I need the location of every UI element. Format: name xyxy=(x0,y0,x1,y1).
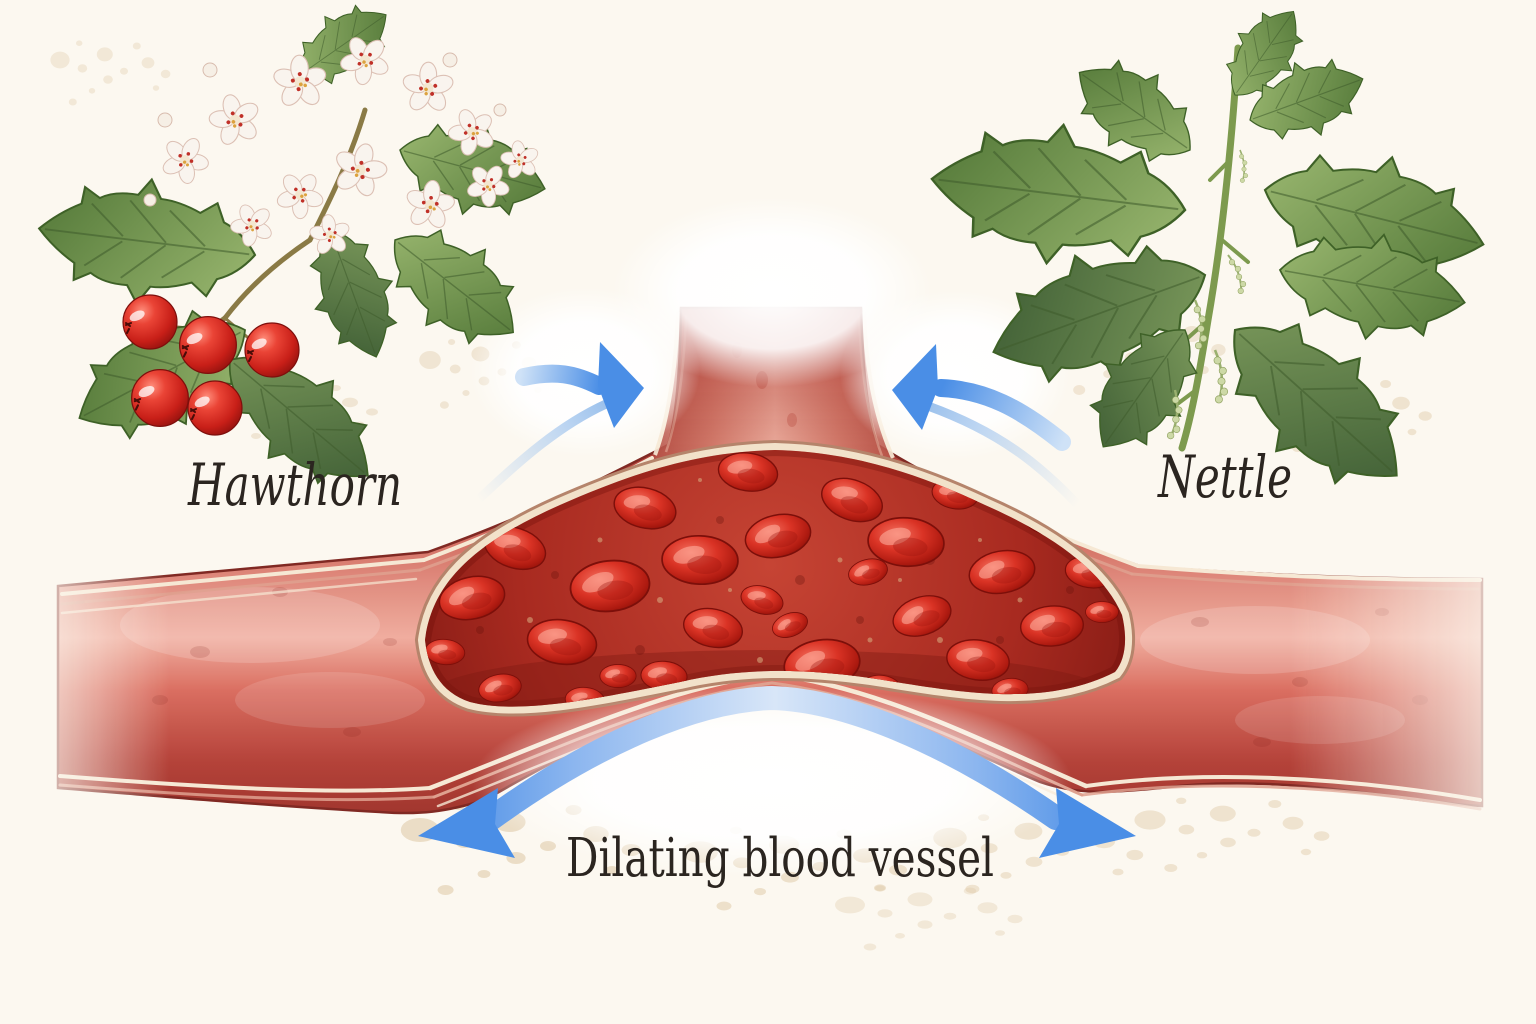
dilation-arrowhead-right xyxy=(1039,788,1136,858)
nettle-label: Nettle xyxy=(1157,443,1292,511)
hawthorn-flowers xyxy=(143,25,549,264)
nettle-illustration xyxy=(922,0,1500,523)
hawthorn-illustration xyxy=(30,0,558,516)
dilation-arrowhead-left xyxy=(418,788,515,858)
hawthorn-label: Hawthorn xyxy=(187,451,402,519)
dilation-arrow xyxy=(418,685,1136,858)
vessel-caption: Dilating blood vessel xyxy=(566,828,994,889)
left-inflow-arrow xyxy=(473,342,644,505)
right-arrowhead xyxy=(892,344,938,430)
left-arrowhead xyxy=(598,342,644,428)
right-inflow-arrow xyxy=(892,344,1083,510)
vessel-texture xyxy=(120,587,1428,747)
nettle-stem xyxy=(1178,44,1242,452)
plasma-particles xyxy=(527,478,1023,663)
